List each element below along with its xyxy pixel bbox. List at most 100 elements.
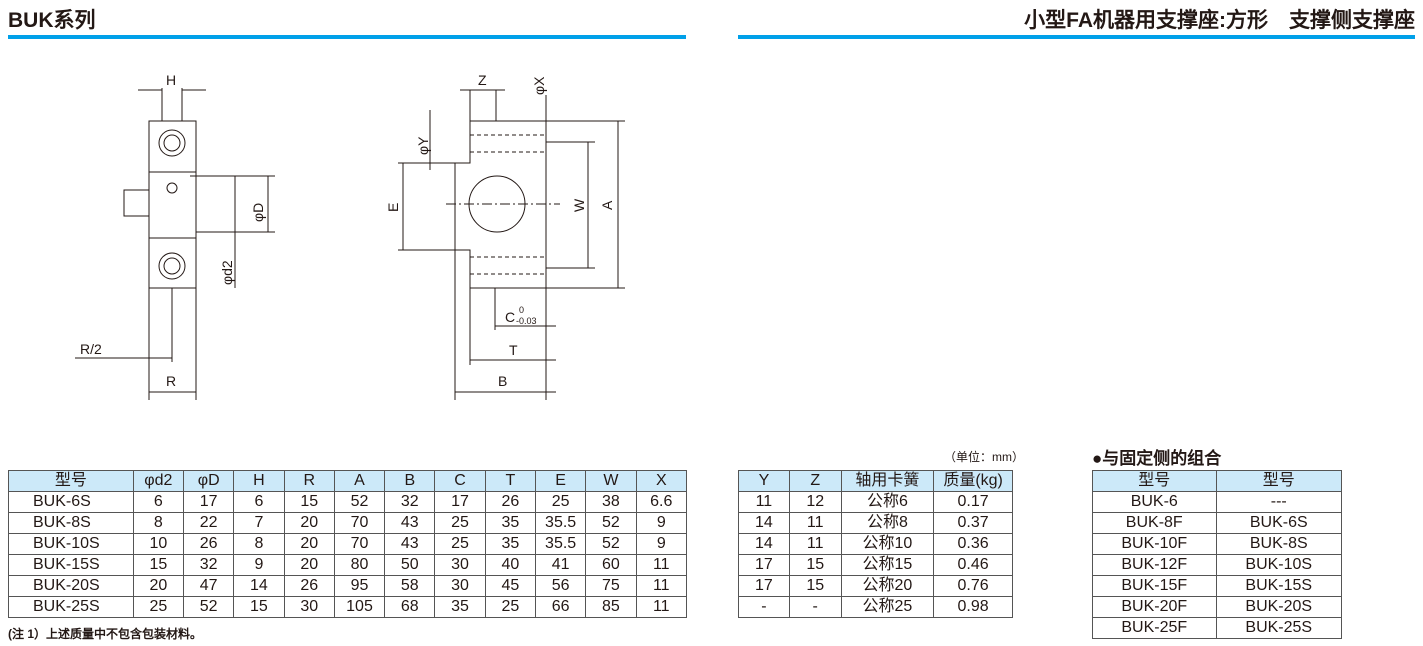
table-cell: BUK-6 [1092, 491, 1217, 513]
label-W: W [571, 198, 587, 212]
table-cell: - [738, 596, 790, 618]
label-R2: R/2 [80, 341, 102, 357]
column-header: Z [788, 470, 842, 492]
table-cell: 11 [635, 554, 688, 576]
table-cell: 22 [183, 512, 235, 534]
table-cell: 35 [434, 596, 486, 618]
table-cell: BUK-25S [1215, 617, 1342, 639]
table-cell: 6.6 [635, 491, 688, 513]
table-cell: 0.98 [933, 596, 1013, 618]
table-cell: 11 [738, 491, 790, 513]
table-cell: 14 [738, 512, 790, 534]
table-cell: 公称25 [840, 596, 935, 618]
combo-title: ●与固定侧的组合 [1092, 449, 1222, 468]
table-cell: 9 [635, 512, 688, 534]
table-cell: 公称15 [840, 554, 935, 576]
table-cell: 11 [635, 596, 688, 618]
table-cell: 60 [585, 554, 637, 576]
label-E: E [385, 203, 401, 212]
table-cell: 20 [283, 554, 335, 576]
table-cell: 30 [434, 575, 486, 597]
label-C-upper: 0 [519, 305, 524, 315]
label-d2: φd2 [219, 260, 235, 285]
table-cell: BUK-25S [8, 596, 134, 618]
table-cell: - [788, 596, 842, 618]
column-header: C [434, 470, 486, 492]
table-cell: 15 [788, 575, 842, 597]
table-cell: 11 [788, 512, 842, 534]
table-cell: 40 [484, 554, 536, 576]
table-cell: 26 [283, 575, 335, 597]
table-row: BUK-6--- [1092, 491, 1342, 513]
table-cell: 6 [233, 491, 285, 513]
table-cell: BUK-10S [1215, 554, 1342, 576]
table-cell: 52 [585, 533, 637, 555]
table-cell: 43 [384, 512, 436, 534]
table-cell: BUK-15F [1092, 575, 1217, 597]
column-header: φd2 [132, 470, 185, 492]
table-cell: 32 [384, 491, 436, 513]
table-cell: 8 [233, 533, 285, 555]
table-cell: 26 [484, 491, 536, 513]
table-cell: 30 [283, 596, 335, 618]
table-cell: 35.5 [534, 533, 587, 555]
table-cell: 20 [132, 575, 185, 597]
table-cell: 95 [333, 575, 386, 597]
table-cell: 公称10 [840, 533, 935, 555]
column-header: 型号 [1092, 470, 1217, 492]
table-cell: 25 [132, 596, 185, 618]
table-cell: 14 [738, 533, 790, 555]
table-cell: 17 [738, 575, 790, 597]
column-header: 质量(kg) [933, 470, 1013, 492]
label-C-lower: -0.03 [516, 316, 537, 326]
table-cell: BUK-20S [8, 575, 134, 597]
table-cell: BUK-10F [1092, 533, 1217, 555]
table-cell: 15 [132, 554, 185, 576]
table-cell: 9 [635, 533, 688, 555]
table-cell: 30 [434, 554, 486, 576]
table-cell: 11 [635, 575, 688, 597]
table-cell: 50 [384, 554, 436, 576]
column-header: 型号 [1215, 470, 1342, 492]
table-cell: BUK-8F [1092, 512, 1217, 534]
table-cell: 9 [233, 554, 285, 576]
column-header: X [635, 470, 688, 492]
table-cell: 70 [333, 512, 386, 534]
table-cell: 8 [132, 512, 185, 534]
table-cell: BUK-6S [1215, 512, 1342, 534]
label-T: T [509, 342, 518, 358]
table-cell: 25 [534, 491, 587, 513]
table-cell: 10 [132, 533, 185, 555]
table-cell: 35.5 [534, 512, 587, 534]
table-cell: 20 [283, 512, 335, 534]
column-header: 型号 [8, 470, 134, 492]
label-C: C [505, 309, 515, 325]
table-cell: BUK-10S [8, 533, 134, 555]
table-cell: 17 [738, 554, 790, 576]
column-header: W [585, 470, 637, 492]
label-H: H [166, 72, 176, 88]
table-cell: 0.76 [933, 575, 1013, 597]
table-cell: 35 [484, 512, 536, 534]
table-cell: 25 [484, 596, 536, 618]
column-header: E [534, 470, 587, 492]
column-header: R [283, 470, 335, 492]
page-title: BUK系列 [8, 9, 96, 32]
label-Y: φY [415, 136, 431, 155]
table-cell: --- [1215, 491, 1342, 513]
label-R: R [166, 373, 176, 389]
table-cell: 35 [484, 533, 536, 555]
table-cell: 25 [434, 533, 486, 555]
table-cell: 25 [434, 512, 486, 534]
side-view-body [148, 120, 197, 289]
table-cell: 6 [132, 491, 185, 513]
table-cell: 80 [333, 554, 386, 576]
